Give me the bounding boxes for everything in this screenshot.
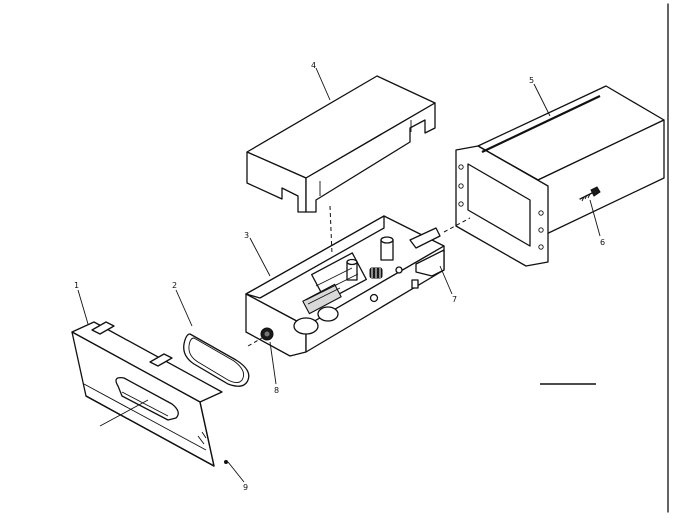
callout-2: 2 xyxy=(172,281,177,290)
part-8-connector xyxy=(260,327,274,341)
callout-3: 3 xyxy=(244,231,249,240)
callout-9: 9 xyxy=(243,483,248,492)
callout-leaders xyxy=(77,67,601,483)
part-6-screw xyxy=(579,186,601,202)
callout-6: 6 xyxy=(600,238,605,247)
callout-5: 5 xyxy=(529,76,534,85)
part-4-top-cover xyxy=(246,75,436,213)
part-1-front-bezel xyxy=(71,321,223,467)
callout-7: 7 xyxy=(452,295,457,304)
part-2-gasket xyxy=(183,333,263,387)
coil-component xyxy=(369,267,383,279)
callout-8: 8 xyxy=(274,386,279,395)
part-3-chassis-tray xyxy=(245,205,471,357)
callout-4: 4 xyxy=(311,61,316,70)
part-7-bracket xyxy=(415,249,445,277)
part-9-marker xyxy=(224,460,228,464)
part-5-housing-sleeve xyxy=(455,85,665,267)
callout-1: 1 xyxy=(74,281,79,290)
